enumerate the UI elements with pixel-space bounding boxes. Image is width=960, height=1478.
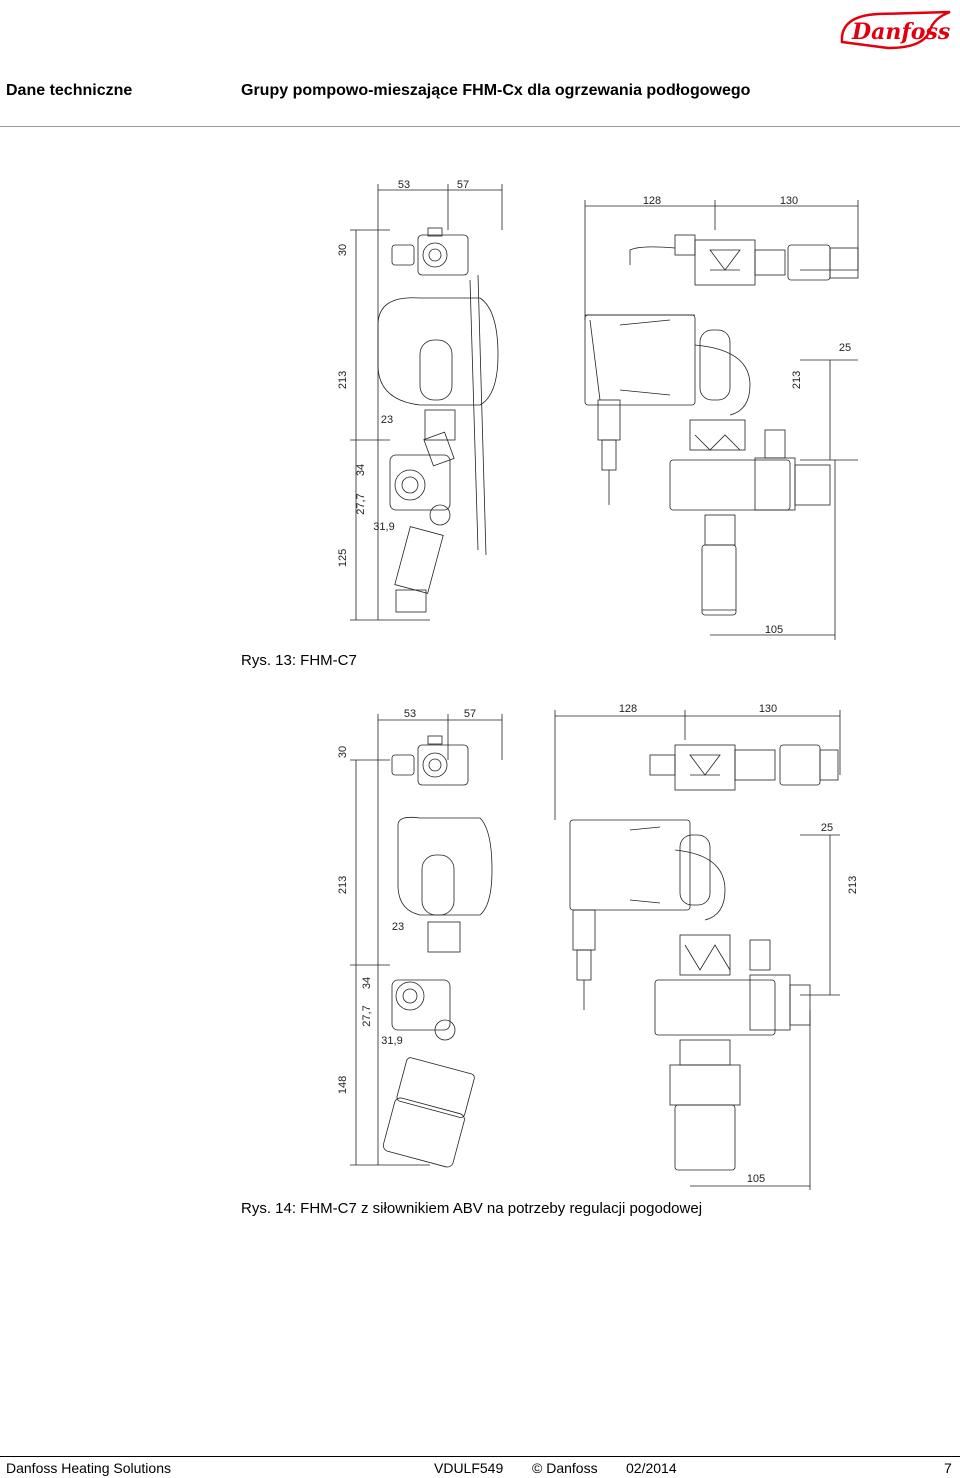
figure-caption: Rys. 13: FHM-C7 <box>241 652 357 669</box>
figure-caption: Rys. 14: FHM-C7 z siłownikiem ABV na pot… <box>241 1200 703 1217</box>
figure-fhm-c7-abv: 53 57 128 130 25 23 31,9 105 30 213 213 … <box>330 690 870 1190</box>
drawing-fhm-c7-abv: 53 57 128 130 25 23 31,9 105 30 213 213 … <box>337 703 859 1190</box>
dim-label: 213 <box>847 876 859 894</box>
dim-label: 213 <box>337 876 349 894</box>
section-title: Dane techniczne <box>6 82 133 99</box>
dim-label: 128 <box>643 195 661 207</box>
dim-label: 30 <box>337 244 349 256</box>
footer-doc-code: VDULF549 <box>434 1460 504 1476</box>
dim-label: 31,9 <box>373 521 394 533</box>
dim-label: 25 <box>839 342 851 354</box>
dim-label: 213 <box>337 371 349 389</box>
dim-label: 30 <box>337 746 349 758</box>
drawing-fhm-c7: 53 57 128 130 25 23 31,9 105 30 213 213 … <box>337 179 859 640</box>
dim-label: 27,7 <box>361 1005 373 1026</box>
footer-page-number: 7 <box>944 1460 952 1476</box>
svg-text:Danfoss: Danfoss <box>851 19 950 45</box>
dim-label: 34 <box>361 977 373 989</box>
dim-label: 128 <box>619 703 637 715</box>
dim-label: 23 <box>392 921 404 933</box>
dim-label: 53 <box>398 179 410 191</box>
dim-label: 34 <box>355 464 367 476</box>
dim-label: 105 <box>747 1173 765 1185</box>
dim-label: 53 <box>404 708 416 720</box>
dim-label: 57 <box>457 179 469 191</box>
dim-label: 213 <box>791 371 803 389</box>
header-divider <box>0 126 960 127</box>
dim-label: 105 <box>765 624 783 636</box>
dim-label: 130 <box>759 703 777 715</box>
footer-company: Danfoss Heating Solutions <box>6 1460 171 1476</box>
footer-divider <box>0 1456 960 1457</box>
dim-label: 148 <box>337 1076 349 1094</box>
dim-label: 31,9 <box>381 1035 402 1047</box>
dim-label: 27,7 <box>355 493 367 514</box>
figure-fhm-c7: 53 57 128 130 25 23 31,9 105 30 213 213 … <box>330 170 870 650</box>
footer-copyright: © Danfoss <box>532 1460 598 1476</box>
footer-date: 02/2014 <box>626 1460 677 1476</box>
dim-label: 25 <box>821 822 833 834</box>
dim-label: 57 <box>464 708 476 720</box>
dim-label: 125 <box>337 549 349 567</box>
danfoss-logo: Danfoss <box>840 10 951 50</box>
dim-label: 23 <box>381 414 393 426</box>
dim-label: 130 <box>780 195 798 207</box>
page-title: Grupy pompowo-mieszające FHM-Cx dla ogrz… <box>241 82 751 99</box>
